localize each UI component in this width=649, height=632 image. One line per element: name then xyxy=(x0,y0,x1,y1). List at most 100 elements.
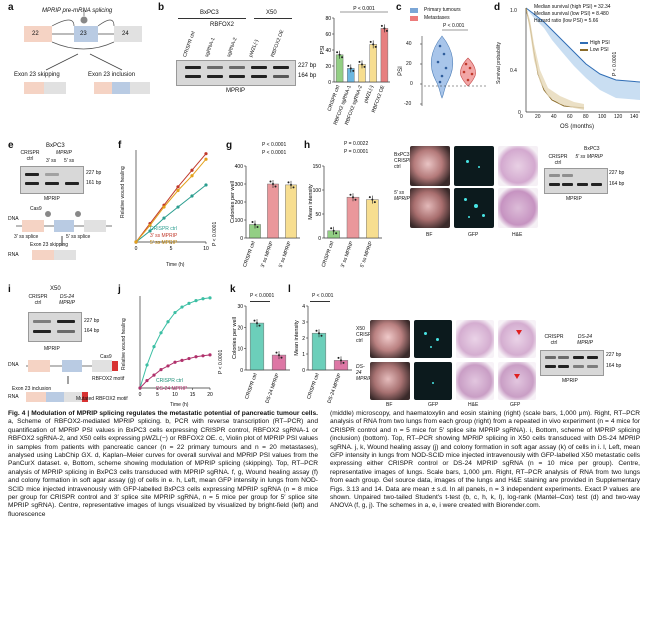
panel-j-letter: j xyxy=(118,284,121,295)
panel-l-gel xyxy=(540,350,604,376)
y-tick-label: 0 xyxy=(240,236,243,242)
x-tick-label: 15 xyxy=(190,392,196,398)
data-point xyxy=(274,185,277,188)
category-label: CRISPR ctrl xyxy=(242,241,257,268)
x-tick-label: 0 xyxy=(135,246,138,252)
panel-e-cas9: Cas9 xyxy=(30,206,42,212)
panel-d-legend-low: Low PSI xyxy=(590,47,609,53)
panel-d-ytick-0: 0 xyxy=(518,110,521,116)
panel-d-xlabel: OS (months) xyxy=(560,124,595,130)
series-point xyxy=(190,194,194,198)
y-tick-label: 4 xyxy=(302,304,305,310)
data-point xyxy=(385,29,388,32)
sig-label: P < 0.001 xyxy=(353,6,375,12)
panel-e-gel xyxy=(20,166,84,194)
series-point xyxy=(190,168,194,172)
series-point xyxy=(180,358,184,362)
panel-i-scheme xyxy=(26,360,118,402)
caption-text-2: (middle) microscopy, and haematoxylin an… xyxy=(330,410,640,510)
panel-d-ytick-5: 1.0 xyxy=(510,8,517,14)
bar xyxy=(267,183,279,239)
series-point xyxy=(134,240,138,244)
panel-h-gel-lane-0: CRISPR ctrl xyxy=(548,154,568,166)
panel-c-ytick-2: 0 xyxy=(410,81,413,87)
series-point xyxy=(152,345,156,349)
series-point xyxy=(194,355,198,359)
y-tick-label: 20 xyxy=(237,325,243,331)
panel-i-lane-1: DS-24 MPRIP xyxy=(59,294,75,306)
data-point xyxy=(251,221,254,223)
panel-h-gfp-ctrl-image xyxy=(454,146,494,186)
panel-b-lane-0: CRISPR ctrl xyxy=(182,30,197,59)
panel-b-bracket2 xyxy=(254,18,292,19)
series-point xyxy=(204,152,208,156)
panel-e-rna: RNA xyxy=(8,252,19,258)
data-point xyxy=(342,361,345,364)
series-point xyxy=(187,356,191,361)
data-point xyxy=(254,223,256,226)
panel-b-lane-4: RBFOX2 OE xyxy=(270,29,286,59)
panel-l-bp-bottom: 164 bp xyxy=(606,363,622,369)
data-point xyxy=(380,24,383,27)
data-point xyxy=(256,322,258,325)
exon-incl-label: Exon 23 inclusion xyxy=(88,72,136,78)
y-tick-label: 30 xyxy=(237,304,243,310)
panel-b-gel xyxy=(176,60,296,86)
panel-k-sig: P < 0.0001 xyxy=(250,293,275,299)
panel-i-cell: X50 xyxy=(50,286,61,292)
y-tick-label: 20 xyxy=(325,64,331,70)
data-point xyxy=(256,226,259,228)
exon-24-label: 24 xyxy=(122,31,129,37)
data-point xyxy=(253,319,256,322)
panel-d-legend-high-swatch xyxy=(580,42,588,44)
series-point xyxy=(162,216,166,220)
panel-d-letter: d xyxy=(494,2,501,13)
series-point xyxy=(180,305,184,309)
panel-b-group1-sub: RBFOX2 xyxy=(210,22,235,28)
data-point xyxy=(368,196,371,199)
data-point xyxy=(338,53,341,56)
data-point xyxy=(336,51,339,54)
series-point xyxy=(152,373,156,377)
panel-l-col-gfp2: GFP xyxy=(510,402,521,408)
panel-d-legend-low-swatch xyxy=(580,49,588,51)
panel-l-sig-bar xyxy=(310,301,330,302)
y-tick-label: 40 xyxy=(325,48,331,54)
y-tick-label: 200 xyxy=(235,200,244,206)
caption-fig-no: Fig. 4 | xyxy=(8,410,30,417)
panel-f-legend-0: CRISPR ctrl xyxy=(150,226,177,232)
data-point xyxy=(318,332,320,335)
y-tick-label: 50 xyxy=(315,212,321,218)
data-point xyxy=(340,359,342,362)
exon-23-box xyxy=(74,26,98,42)
panel-i-mut-motif: Mutated RBFOX2 motif xyxy=(76,396,128,402)
panel-c-letter: c xyxy=(396,2,402,13)
panel-b-letter: b xyxy=(158,2,165,13)
series-point xyxy=(176,188,180,193)
panel-b-bp-top: 227 bp xyxy=(298,63,317,69)
y-tick-label: 1 xyxy=(302,352,305,358)
panel-e-lane-1: 3' ss xyxy=(46,158,57,164)
category-label: DS-24 MPRIP xyxy=(326,372,343,404)
panel-d-xtick-6: 120 xyxy=(614,114,623,120)
exon-22-label: 22 xyxy=(32,31,39,37)
series-point xyxy=(148,229,152,233)
series-point xyxy=(204,157,208,161)
category-label: 5' ss MPRIP xyxy=(359,240,374,268)
panel-j-legend-1: DS-24 MPRIP xyxy=(156,386,188,392)
data-point xyxy=(354,198,357,201)
series-point xyxy=(173,360,177,364)
category-label: CRISPR ctrl xyxy=(306,373,321,400)
panel-l-gfp-ctrl-image xyxy=(414,320,452,358)
data-point xyxy=(374,45,377,48)
series-point xyxy=(194,299,198,303)
panel-d-legend-high: High PSI xyxy=(590,40,610,46)
panel-l-he-mprip-image xyxy=(456,362,494,400)
panel-i-bp-bottom: 164 bp xyxy=(84,328,100,334)
series-point xyxy=(204,183,208,187)
data-point xyxy=(258,324,261,327)
panel-e-3ss: 3' ss splice xyxy=(14,234,39,240)
